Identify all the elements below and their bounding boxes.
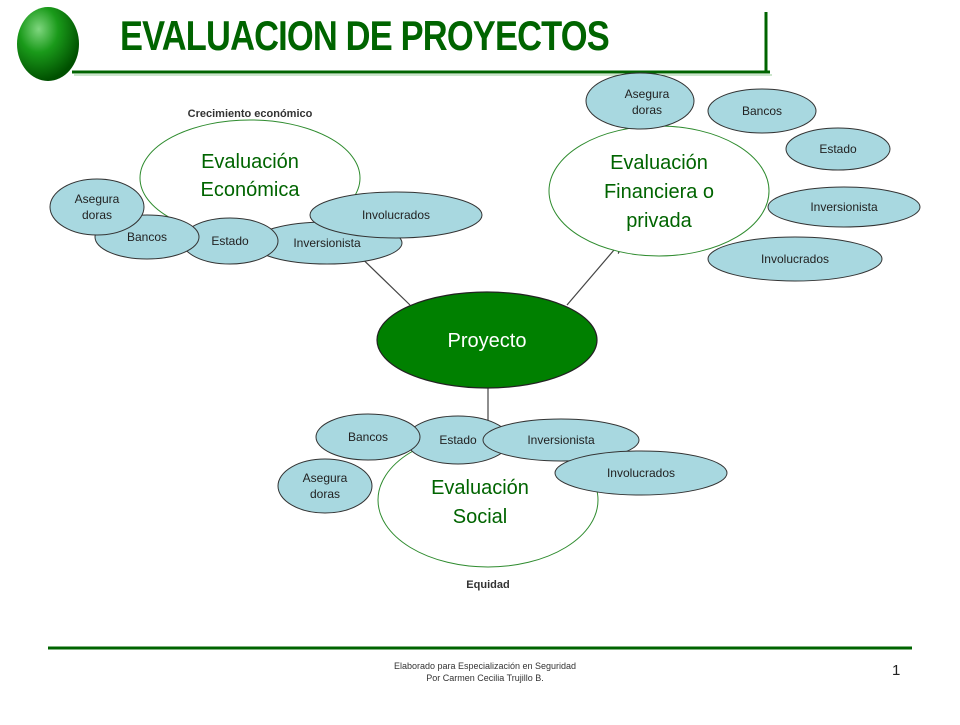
proyecto-node <box>376 291 598 389</box>
soc-aseguradoras-node <box>277 458 373 514</box>
fin-bancos-node <box>707 88 817 134</box>
eco-inversionista-label: Inversionista <box>293 236 361 250</box>
soc-involucrados-label: Involucrados <box>607 466 675 480</box>
financiera-title-line2: Financiera o <box>604 181 714 203</box>
soc-inversionista-node <box>482 418 640 462</box>
eco-involucrados-node <box>309 191 483 239</box>
soc-inversionista-label: Inversionista <box>527 433 595 447</box>
eco-aseguradoras-node <box>49 178 145 236</box>
soc-aseguradoras-line1: Asegura <box>303 471 348 485</box>
equidad-label: Equidad <box>466 579 509 591</box>
eco-involucrados-label: Involucrados <box>362 208 430 222</box>
soc-aseguradoras-line2: doras <box>310 487 340 501</box>
fin-bancos-label: Bancos <box>742 104 782 118</box>
page-number: 1 <box>892 662 901 679</box>
fin-aseguradoras-line1: Asegura <box>625 87 670 101</box>
eco-estado-label: Estado <box>211 234 249 248</box>
economica-title-line2: Económica <box>201 179 301 201</box>
fin-aseguradoras-line2: doras <box>632 103 662 117</box>
financiera-title-line1: Evaluación <box>610 152 708 174</box>
eco-aseguradoras-line2: doras <box>82 208 112 222</box>
eco-aseguradoras-line1: Asegura <box>75 192 120 206</box>
fin-inversionista-label: Inversionista <box>810 200 878 214</box>
footer-line1: Elaborado para Especialización en Seguri… <box>393 661 577 671</box>
fin-involucrados-node <box>707 236 883 282</box>
arrow-to-financiera <box>566 243 620 306</box>
green-sphere-logo <box>17 7 79 81</box>
social-title-line1: Evaluación <box>431 477 529 499</box>
fin-inversionista-node <box>767 186 921 228</box>
proyecto-label: Proyecto <box>448 330 527 352</box>
soc-estado-label: Estado <box>439 433 477 447</box>
fin-aseguradoras-node <box>585 72 695 130</box>
soc-bancos-node <box>315 413 421 461</box>
economica-title-line1: Evaluación <box>201 151 299 173</box>
fin-estado-label: Estado <box>819 142 857 156</box>
financiera-title-line3: privada <box>626 210 692 232</box>
footer-credit: Elaborado para Especialización en Seguri… <box>290 660 680 684</box>
page-title: EVALUACION DE PROYECTOS <box>120 12 610 59</box>
fin-estado-node <box>785 127 891 171</box>
fin-involucrados-label: Involucrados <box>761 252 829 266</box>
footer-line2: Por Carmen Cecilia Trujillo B. <box>426 673 544 683</box>
soc-involucrados-node <box>554 450 728 496</box>
soc-bancos-label: Bancos <box>348 430 388 444</box>
social-title-line2: Social <box>453 506 507 528</box>
eco-bancos-label: Bancos <box>127 230 167 244</box>
crecimiento-label: Crecimiento económico <box>188 108 313 120</box>
